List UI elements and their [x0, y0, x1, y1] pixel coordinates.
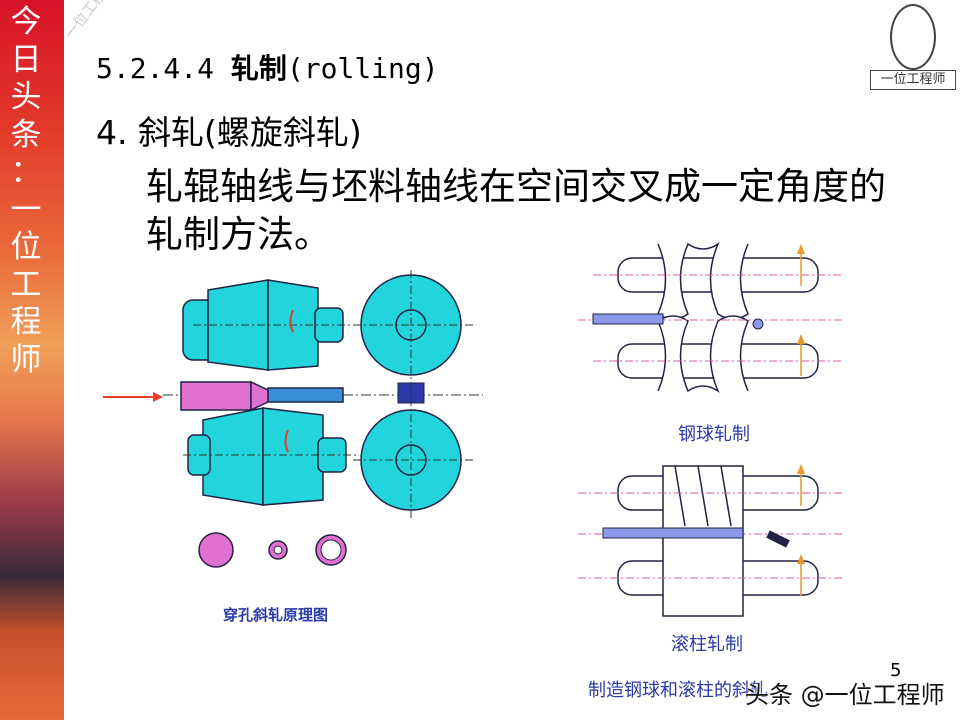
ball-roller-diagram — [578, 241, 843, 617]
left-figure-caption: 穿孔斜轧原理图 — [223, 606, 329, 624]
logo-text: 一位工程师 — [870, 70, 956, 90]
right-figure-caption: 制造钢球和滚柱的斜轧 — [588, 680, 768, 701]
figure-piercing-skew-rolling: 穿孔斜轧原理图 — [103, 270, 486, 636]
credit-watermark: 头条 @一位工程师 — [745, 681, 945, 709]
piercing-diagram — [103, 270, 483, 568]
section-number: 5.2.4.4 — [96, 52, 215, 85]
watermark: 一位工程师 — [62, 0, 119, 42]
ball-rolling-caption: 钢球轧制 — [678, 424, 750, 445]
description: 轧辊轴线与坯料轴线在空间交叉成一定角度的轧制方法。 — [146, 165, 886, 256]
section-title: 5.2.4.4 轧制(rolling) — [96, 47, 439, 87]
roller-rolling-caption: 滚柱轧制 — [671, 634, 743, 655]
page-number: 5 — [890, 660, 902, 681]
lower-roll — [183, 407, 358, 506]
ball-rolling — [578, 241, 843, 394]
sidebar-banner: 今 日 头 条 ： 一 位 工 程 师 — [0, 0, 64, 720]
end-view — [353, 270, 473, 520]
logo-circle — [890, 4, 936, 70]
upper-roll — [182, 279, 353, 371]
logo-seal: 一位工程师 — [870, 4, 956, 90]
roller-rolling — [578, 464, 843, 617]
figure-ball-roller-rolling: 钢球轧制 滚柱轧制 制造钢球和滚柱的斜轧 — [563, 226, 893, 720]
section-name-en: (rolling) — [286, 52, 439, 85]
section-name: 轧制 — [230, 52, 287, 85]
sidebar-text: 今 日 头 条 ： 一 位 工 程 师 — [10, 4, 42, 378]
subtitle: 4. 斜轧(螺旋斜轧) — [96, 113, 362, 152]
